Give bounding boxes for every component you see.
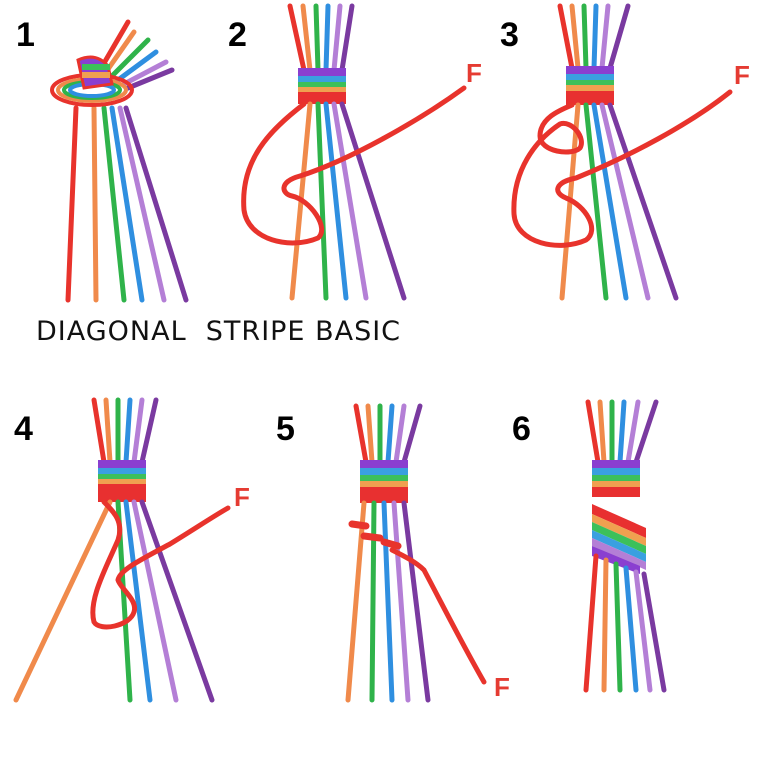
step-1-number: 1: [16, 16, 35, 54]
step-6-diagonal-stripe: [592, 504, 646, 574]
step-2-working-thread: [241, 85, 467, 246]
step-5-knot-segments: [348, 520, 402, 550]
step-4-top-threads: [91, 397, 159, 465]
step-1-panel: 1: [16, 16, 189, 303]
step-5-working-thread: [389, 547, 487, 685]
step-3-number: 3: [500, 16, 519, 54]
step-2-band: [298, 68, 346, 104]
step-3-working-thread: [511, 89, 733, 248]
step-4-f-label: F: [234, 482, 250, 512]
step-2-f-label: F: [466, 58, 482, 88]
step-3-top-threads: [557, 3, 631, 71]
step-3-f-label: F: [734, 60, 750, 90]
step-5-number: 5: [276, 410, 295, 448]
step-4-band: [98, 460, 146, 502]
step-2-number: 2: [228, 16, 247, 54]
step-2-bottom-threads: [289, 101, 407, 301]
step-6-number: 6: [512, 410, 531, 448]
step-3-panel: 3 F: [500, 3, 750, 301]
step-4-bottom-threads: [13, 499, 215, 703]
step-5-top-threads: [353, 403, 423, 465]
step-6-top-threads: [585, 399, 659, 465]
step-4-panel: 4 F: [13, 397, 250, 703]
step-5-bottom-threads: [345, 500, 431, 703]
step-6-band: [592, 460, 640, 497]
step-5-band: [360, 460, 408, 503]
diagram-title: DIAGONAL STRIPE BASIC: [36, 316, 402, 347]
step-4-working-thread: [90, 499, 231, 630]
step-1-knot: [50, 55, 134, 107]
step-4-number: 4: [14, 410, 33, 448]
step-5-panel: 5 F: [276, 403, 510, 703]
step-6-panel: 6: [512, 399, 667, 693]
step-3-band: [566, 66, 614, 105]
step-1-threads: [65, 19, 189, 303]
step-5-f-label: F: [494, 672, 510, 702]
step-2-top-threads: [287, 3, 355, 73]
step-6-bottom-threads: [583, 553, 667, 693]
step-2-panel: 2 F: [228, 3, 482, 301]
